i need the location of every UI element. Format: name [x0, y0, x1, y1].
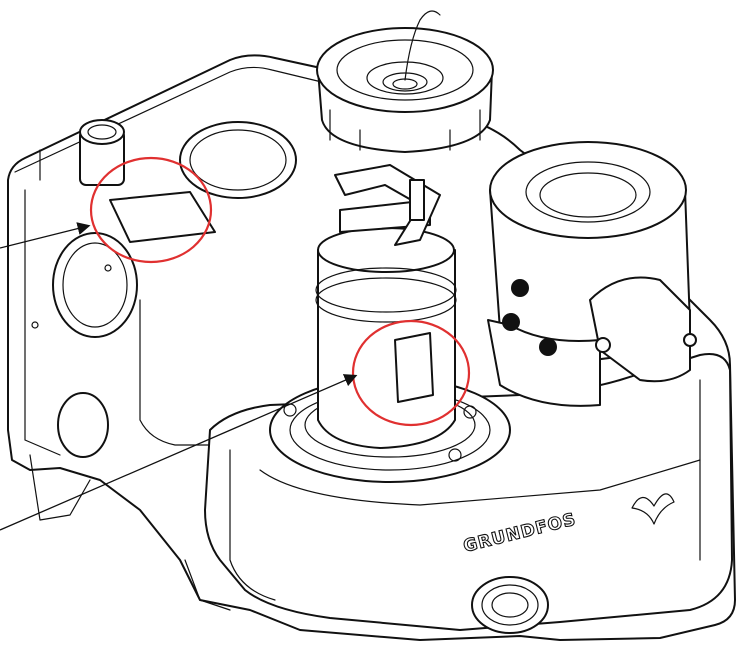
side-port-lower [57, 392, 109, 458]
leader-arrow-top [0, 222, 91, 249]
label-plate-top [109, 191, 216, 243]
pump-motor [315, 164, 457, 449]
grundfos-x-logo [631, 493, 675, 525]
valve-flange [487, 319, 601, 407]
bolt [511, 279, 529, 297]
tank-top-openings [79, 119, 297, 243]
label-plate-motor [394, 332, 434, 403]
leader-arrow-motor [0, 374, 358, 531]
bolt [539, 338, 557, 356]
cable-gland [409, 179, 425, 221]
discharge-assembly [487, 141, 697, 407]
highlight-circle-motor-label [351, 319, 471, 427]
cable [404, 10, 441, 81]
side-port-upper [52, 232, 138, 338]
highlight-circle-top-label [89, 156, 213, 264]
inlet-opening-top [179, 121, 297, 199]
top-cap [316, 10, 494, 153]
bolt [502, 313, 520, 331]
